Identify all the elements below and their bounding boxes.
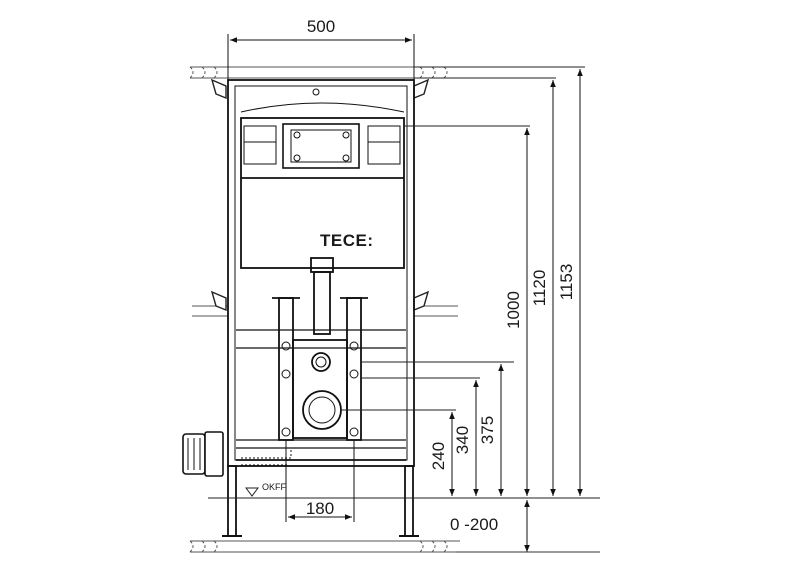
drain-outlet bbox=[182, 431, 292, 477]
bottom-floor-hatch bbox=[189, 540, 460, 553]
dim-pipe-spacing-label: 180 bbox=[306, 499, 334, 518]
wall-brackets bbox=[210, 78, 430, 312]
dim-1153-label: 1153 bbox=[557, 264, 576, 301]
floor-line bbox=[208, 487, 600, 499]
dim-1000-label: 1000 bbox=[504, 291, 523, 329]
dim-foot-range-label: 0 -200 bbox=[450, 515, 498, 534]
frame bbox=[222, 79, 419, 537]
dim-375-label: 375 bbox=[478, 416, 497, 444]
dim-verticals bbox=[449, 69, 600, 553]
dim-frame-width bbox=[227, 34, 415, 80]
brand-label: TECE: bbox=[320, 231, 374, 250]
dim-240-label: 240 bbox=[429, 442, 448, 470]
top-wall-hatch bbox=[189, 66, 460, 79]
okff-label: OKFF bbox=[262, 482, 287, 492]
dim-340-label: 340 bbox=[453, 426, 472, 454]
dim-extension-lines bbox=[341, 66, 585, 411]
dim-1120-label: 1120 bbox=[530, 270, 549, 307]
dim-pipe-spacing bbox=[285, 440, 355, 522]
dim-frame-width-label: 500 bbox=[307, 17, 335, 36]
